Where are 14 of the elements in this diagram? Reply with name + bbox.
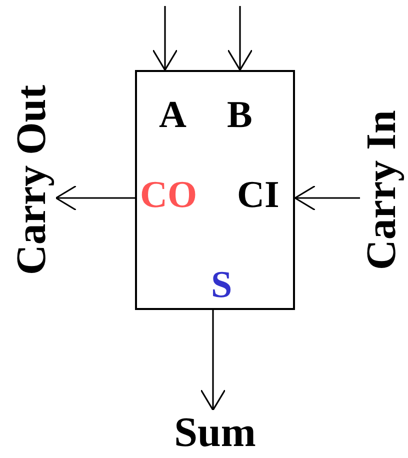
port-label: A [159, 96, 186, 134]
port-label: B [227, 96, 252, 134]
arrow [294, 185, 360, 211]
port-label: CI [237, 176, 280, 214]
signal-label: Carry In [360, 100, 404, 280]
port-label: CO [140, 176, 197, 214]
arrow [55, 185, 135, 211]
signal-label: Sum [160, 410, 270, 456]
arrow [227, 6, 253, 71]
signal-label: Carry Out [8, 80, 56, 280]
arrow [200, 310, 226, 411]
port-label: S [211, 266, 232, 304]
block-box [135, 70, 295, 310]
arrow [152, 6, 178, 71]
